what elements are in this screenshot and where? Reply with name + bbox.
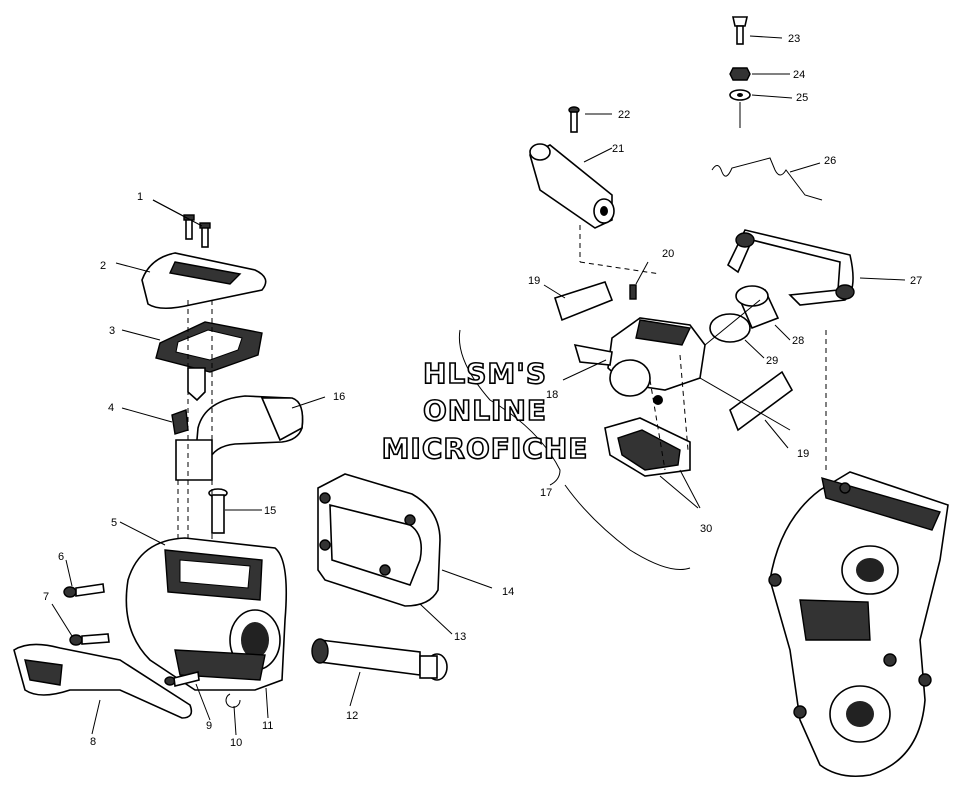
- callout-28: 28: [792, 335, 804, 347]
- callout-6: 6: [58, 551, 64, 563]
- callout-24: 24: [793, 69, 805, 81]
- callout-27: 27: [910, 275, 922, 287]
- watermark-line-3: MICROFICHE: [382, 432, 589, 465]
- callout-17: 17: [540, 487, 552, 499]
- sleeve-part-21: [529, 143, 661, 275]
- caliper-body-part-18: [562, 299, 791, 431]
- bolt-nut-washer-parts-23-25: [729, 16, 793, 128]
- callout-22: 22: [618, 109, 630, 121]
- plunger-spring-part-4: [121, 367, 206, 435]
- callout-21: 21: [612, 143, 624, 155]
- throttle-housing-part-5: [119, 521, 288, 691]
- caliper-bracket-part-27: [726, 229, 906, 306]
- brake-pad-part-30: [604, 417, 701, 509]
- callout-19b: 19: [797, 448, 809, 460]
- leader-part-14: [441, 569, 493, 589]
- callout-11: 11: [262, 720, 273, 732]
- leader-part-11: [265, 687, 269, 719]
- leader-part-17: [458, 329, 691, 571]
- callout-14: 14: [502, 586, 514, 598]
- callout-labels: 1 2 3 4 5 6 7 8 9 10 11 12 13 14 15 16 1…: [43, 33, 922, 749]
- brake-lever-part-8: [13, 643, 193, 735]
- callout-26: 26: [824, 155, 836, 167]
- watermark-line-2: ONLINE: [423, 394, 547, 427]
- chaincase-housing: [768, 471, 949, 778]
- piston-seal-parts-28-29: [709, 285, 791, 359]
- callout-9: 9: [206, 720, 212, 732]
- bleeder-part-20: [629, 261, 649, 300]
- callout-20: 20: [662, 248, 674, 260]
- callout-8: 8: [90, 736, 96, 748]
- callout-3: 3: [109, 325, 115, 337]
- callout-16: 16: [333, 391, 345, 403]
- callout-13: 13: [454, 631, 466, 643]
- callout-25: 25: [796, 92, 808, 104]
- callout-1: 1: [137, 191, 143, 203]
- side-cover-part-13: [317, 473, 453, 635]
- callout-30: 30: [700, 523, 712, 535]
- brake-pad-lower-part-19: [729, 370, 794, 449]
- callout-15: 15: [264, 505, 276, 517]
- callout-2: 2: [100, 260, 106, 272]
- callout-5: 5: [111, 517, 117, 529]
- callout-10: 10: [230, 737, 242, 749]
- housing-cover-part-2: [115, 252, 267, 310]
- clip-part-10: [225, 693, 241, 736]
- throttle-shaft-part-12: [311, 638, 448, 707]
- watermark-line-1: HLSM'S: [423, 357, 547, 390]
- screws-part-1: [152, 199, 211, 248]
- callout-23: 23: [788, 33, 800, 45]
- gasket-part-3: [121, 321, 263, 373]
- callout-29: 29: [766, 355, 778, 367]
- pivot-pin-part-15: [208, 488, 262, 534]
- callout-12: 12: [346, 710, 358, 722]
- throttle-lever-part-16: [175, 395, 326, 481]
- brake-pad-upper-part-19: [543, 281, 614, 322]
- screw-part-9: [164, 671, 211, 721]
- screw-part-6: [63, 559, 105, 598]
- callout-18: 18: [546, 389, 558, 401]
- bolt-part-22: [568, 106, 612, 133]
- callout-7: 7: [43, 591, 49, 603]
- watermark: HLSM'S ONLINE MICROFICHE: [381, 356, 589, 466]
- screw-part-7: [51, 603, 110, 646]
- callout-4: 4: [108, 402, 114, 414]
- return-spring-part-26: [711, 157, 823, 201]
- callout-19a: 19: [528, 275, 540, 287]
